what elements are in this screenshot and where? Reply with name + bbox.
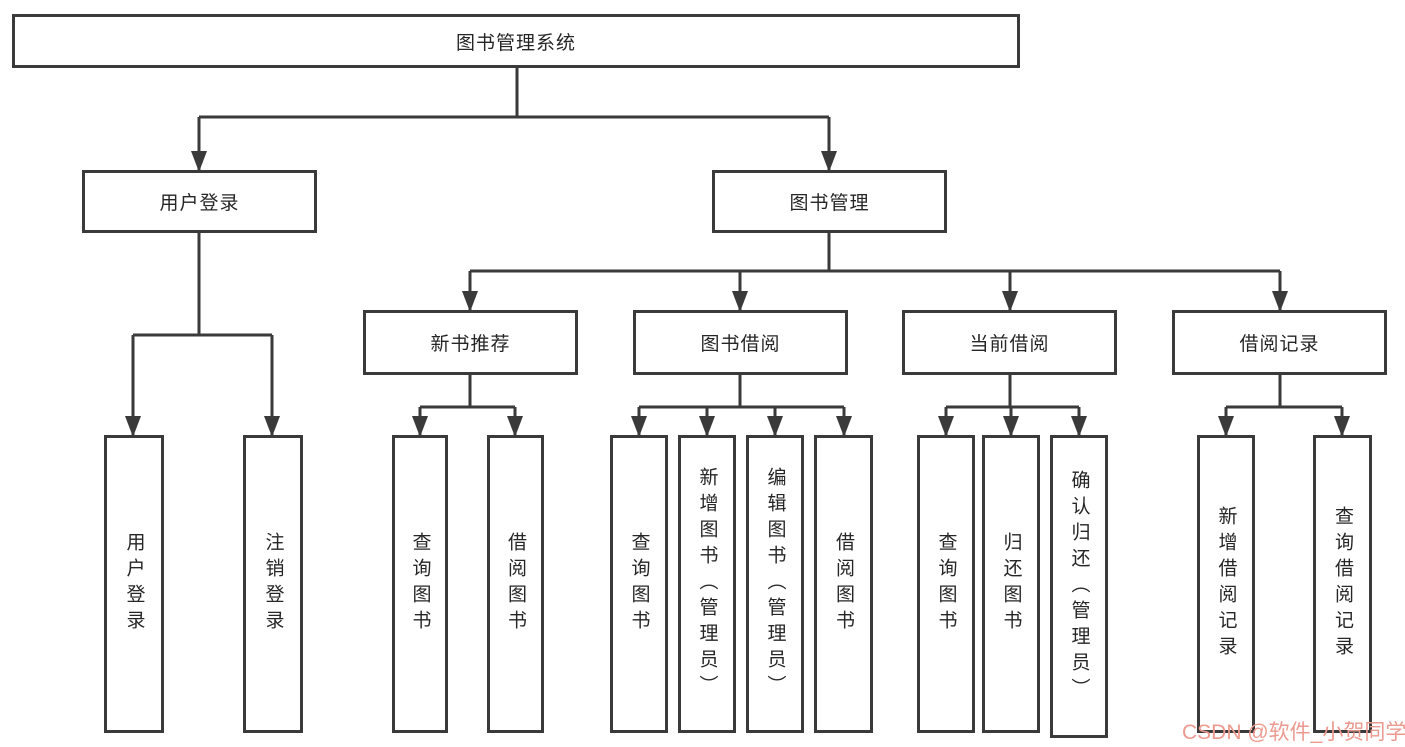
- leaf-bb-query-book-label: 查询图书: [628, 532, 650, 636]
- node-new-book-recommend: 新书推荐: [363, 310, 578, 375]
- leaf-bb-edit-book-admin-label: 编辑图书（管理员）: [764, 467, 786, 701]
- leaf-user-login: 用户登录: [104, 435, 164, 733]
- leaf-bb-borrow-book-label: 借阅图书: [833, 532, 854, 636]
- leaf-br-query-record-label: 查询借阅记录: [1332, 506, 1353, 662]
- node-user-login: 用户登录: [82, 170, 317, 233]
- leaf-bb-add-book-admin: 新增图书（管理员）: [678, 435, 736, 733]
- leaf-bb-borrow-book: 借阅图书: [814, 435, 873, 733]
- leaf-user-login-label: 用户登录: [123, 532, 145, 636]
- leaf-nb-borrow-book-label: 借阅图书: [505, 532, 526, 636]
- leaf-bb-add-book-admin-label: 新增图书（管理员）: [696, 467, 718, 701]
- node-new-book-recommend-label: 新书推荐: [430, 334, 511, 355]
- leaf-cb-query-book-label: 查询图书: [935, 532, 957, 636]
- leaf-cb-confirm-return-admin-label: 确认归还（管理员）: [1068, 469, 1090, 704]
- leaf-cb-query-book: 查询图书: [917, 435, 975, 733]
- node-book-management-label: 图书管理: [789, 193, 870, 214]
- leaf-br-query-record: 查询借阅记录: [1313, 435, 1372, 733]
- node-current-borrow: 当前借阅: [902, 310, 1117, 375]
- node-current-borrow-label: 当前借阅: [969, 334, 1050, 355]
- node-book-borrow-label: 图书借阅: [700, 334, 781, 355]
- leaf-bb-query-book: 查询图书: [610, 435, 668, 733]
- leaf-br-add-record: 新增借阅记录: [1197, 435, 1255, 733]
- leaf-nb-query-book: 查询图书: [392, 435, 448, 733]
- node-book-management: 图书管理: [712, 170, 947, 233]
- node-borrow-records-label: 借阅记录: [1239, 334, 1320, 355]
- watermark: CSDN @软件_小贺同学: [1182, 721, 1405, 744]
- leaf-bb-edit-book-admin: 编辑图书（管理员）: [746, 435, 804, 733]
- node-root: 图书管理系统: [12, 14, 1020, 68]
- node-borrow-records: 借阅记录: [1172, 310, 1387, 375]
- leaf-nb-borrow-book: 借阅图书: [487, 435, 544, 733]
- node-book-borrow: 图书借阅: [633, 310, 848, 375]
- leaf-cb-confirm-return-admin: 确认归还（管理员）: [1050, 435, 1108, 738]
- leaf-logout: 注销登录: [243, 435, 303, 733]
- leaf-cb-return-book: 归还图书: [982, 435, 1040, 733]
- leaf-nb-query-book-label: 查询图书: [409, 532, 431, 636]
- leaf-logout-label: 注销登录: [262, 532, 284, 636]
- leaf-br-add-record-label: 新增借阅记录: [1215, 506, 1237, 662]
- leaf-cb-return-book-label: 归还图书: [1000, 532, 1022, 636]
- node-root-label: 图书管理系统: [455, 32, 576, 54]
- node-user-login-label: 用户登录: [159, 193, 240, 214]
